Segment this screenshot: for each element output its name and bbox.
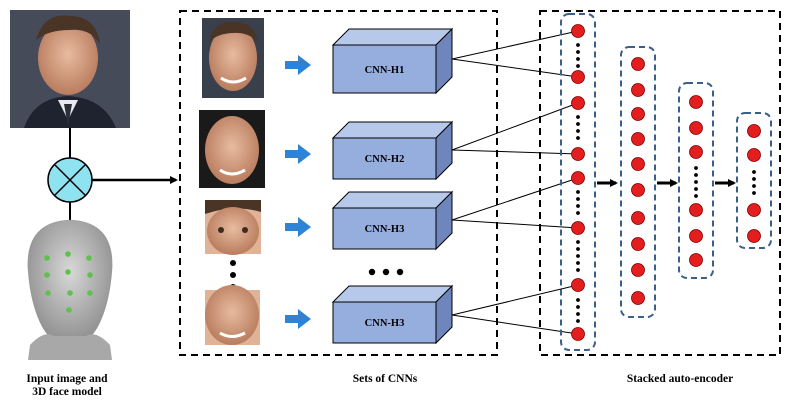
horizontal-ellipsis	[368, 268, 404, 276]
neuron-node	[631, 211, 645, 225]
right-arrow-icon	[285, 55, 311, 75]
cnn-set-panel	[179, 10, 498, 356]
neuron-node	[631, 57, 645, 71]
neuron-node	[631, 183, 645, 197]
cnn-block-3: CNN-H3	[331, 190, 454, 251]
cnn-block-label: CNN-H3	[365, 224, 405, 235]
face-crop-row-3	[205, 200, 261, 255]
blue-arrows	[285, 55, 311, 329]
cnn-block-label: CNN-H1	[365, 65, 405, 76]
neuron-node	[689, 253, 703, 267]
autoencoder-panel	[539, 10, 781, 356]
neuron-node	[571, 171, 585, 185]
cnn-block-4: CNN-H3	[331, 284, 454, 345]
face-crop-row-1	[202, 18, 264, 98]
neuron-node	[571, 278, 585, 292]
cnn-block-label: CNN-H3	[365, 318, 405, 329]
neuron-node	[747, 148, 761, 162]
encoder-layer-3	[678, 82, 714, 279]
neuron-node	[571, 221, 585, 235]
face-crop-row-4	[205, 285, 260, 345]
neuron-node	[689, 145, 703, 159]
neuron-node	[571, 327, 585, 341]
cnn-block-label: CNN-H2	[365, 154, 405, 165]
neuron-node	[571, 70, 585, 84]
face-crop-row-2	[199, 110, 265, 188]
autoencoder-caption: Stacked auto-encoder	[626, 373, 734, 385]
cnn-block-1: CNN-H1	[331, 27, 454, 95]
cnn-caption: Sets of CNNs	[352, 373, 418, 385]
neuron-node	[747, 124, 761, 138]
encoder-layer-1	[560, 13, 596, 351]
fusion-circle-cross-icon	[47, 157, 93, 203]
encoder-layer-2	[620, 46, 656, 318]
right-arrow-icon	[285, 144, 311, 164]
neuron-node	[571, 24, 585, 38]
encoder-layer-4	[736, 112, 772, 249]
neuron-node	[689, 121, 703, 135]
neuron-node	[747, 203, 761, 217]
neuron-node	[631, 107, 645, 121]
right-arrow-icon	[285, 217, 311, 237]
landmark-points	[44, 251, 93, 313]
neuron-node	[689, 203, 703, 217]
cnn-block-2: CNN-H2	[331, 120, 454, 181]
right-arrow-icon	[285, 309, 311, 329]
cnn-to-layer-connections	[451, 30, 579, 335]
neuron-node	[631, 157, 645, 171]
neuron-node	[747, 229, 761, 243]
neuron-node	[631, 263, 645, 277]
neuron-node	[631, 132, 645, 146]
neuron-node	[571, 147, 585, 161]
neuron-node	[689, 229, 703, 243]
input-photo	[10, 10, 130, 128]
neuron-node	[571, 96, 585, 110]
neuron-node	[631, 291, 645, 305]
neuron-node	[631, 83, 645, 97]
3d-face-model	[27, 219, 113, 360]
neuron-node	[689, 95, 703, 109]
neuron-node	[631, 237, 645, 251]
